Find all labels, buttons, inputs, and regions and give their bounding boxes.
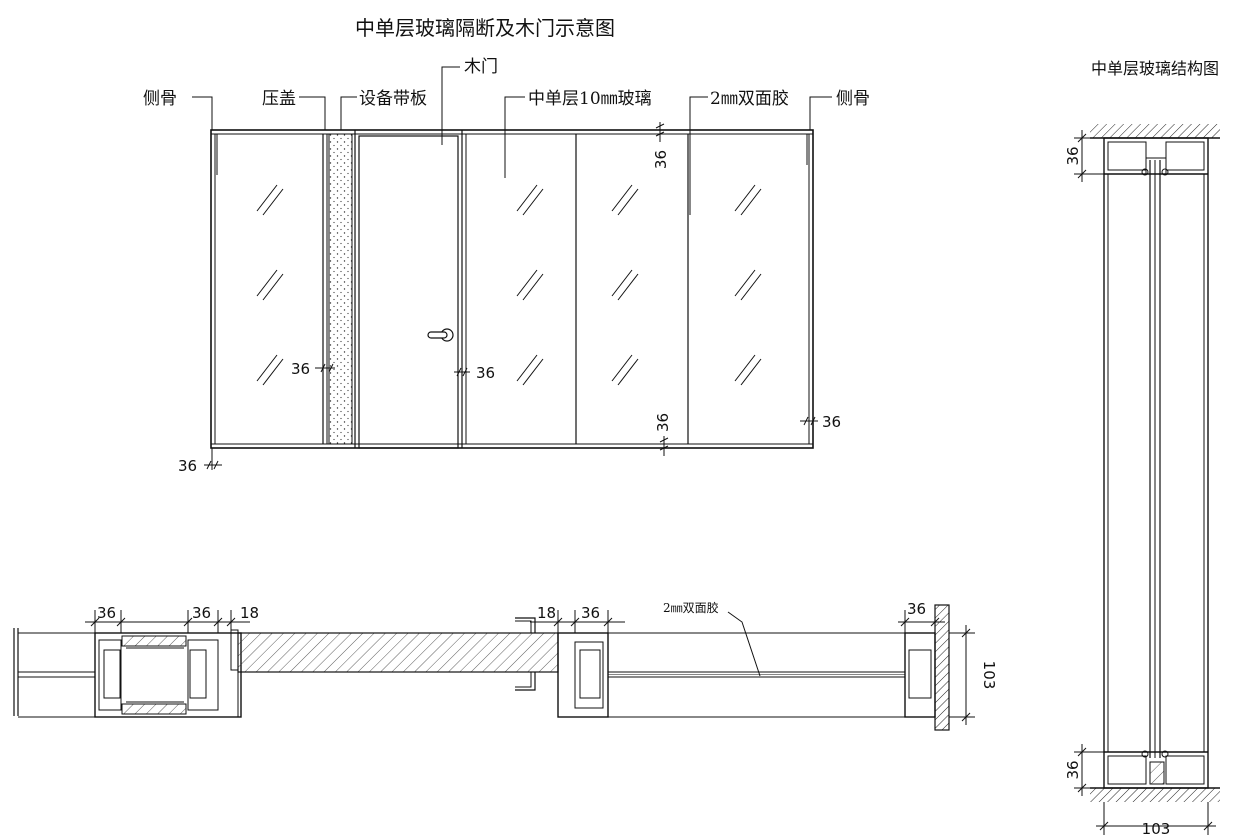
glass-reflection-marks: [256, 184, 762, 386]
wood-door: [358, 135, 459, 449]
dim-right-frame: 36: [822, 413, 841, 431]
structure-dim-width: 103: [1142, 820, 1171, 838]
label-side-left: 侧骨: [143, 89, 177, 109]
elevation-dim-marks: [204, 122, 818, 470]
label-glass: 中单层10㎜玻璃: [528, 89, 652, 109]
section-dim-d: 18: [537, 604, 556, 622]
structure-dim-top: 36: [1064, 146, 1082, 165]
elevation-title: 中单层玻璃隔断及木门示意图: [355, 16, 615, 40]
label-cover: 压盖: [262, 89, 296, 109]
elevation-frame: [210, 129, 814, 449]
structure-diagram: [1074, 124, 1220, 835]
plan-section: [13, 604, 950, 731]
structure-title: 中单层玻璃结构图: [1091, 59, 1219, 78]
dim-left-bottom: 36: [178, 457, 197, 475]
label-side-right: 侧骨: [836, 89, 870, 109]
section-label-tape: 2㎜双面胶: [663, 600, 719, 615]
dim-cover-strip: 36: [291, 360, 310, 378]
label-equipment-strip: 设备带板: [359, 89, 427, 109]
door-leaf-section: [237, 632, 559, 673]
section-dim-e: 36: [581, 604, 600, 622]
section-dim-f: 36: [907, 600, 926, 618]
label-wood-door: 木门: [464, 57, 498, 77]
section-dim-b: 36: [192, 604, 211, 622]
plan-dim-marks: [85, 610, 975, 725]
dim-top-frame: 36: [652, 150, 670, 169]
dim-bottom-frame: 36: [654, 413, 672, 432]
section-dim-a: 36: [97, 604, 116, 622]
door-handle-icon: [427, 328, 454, 342]
dim-door-frame: 36: [476, 364, 495, 382]
label-tape: 2㎜双面胶: [710, 89, 789, 109]
equipment-strip-panel: [328, 133, 353, 445]
section-dim-depth: 103: [980, 661, 998, 690]
structure-dim-bottom: 36: [1064, 760, 1082, 779]
elevation-leaders: [192, 66, 832, 215]
section-dim-c: 18: [240, 604, 259, 622]
